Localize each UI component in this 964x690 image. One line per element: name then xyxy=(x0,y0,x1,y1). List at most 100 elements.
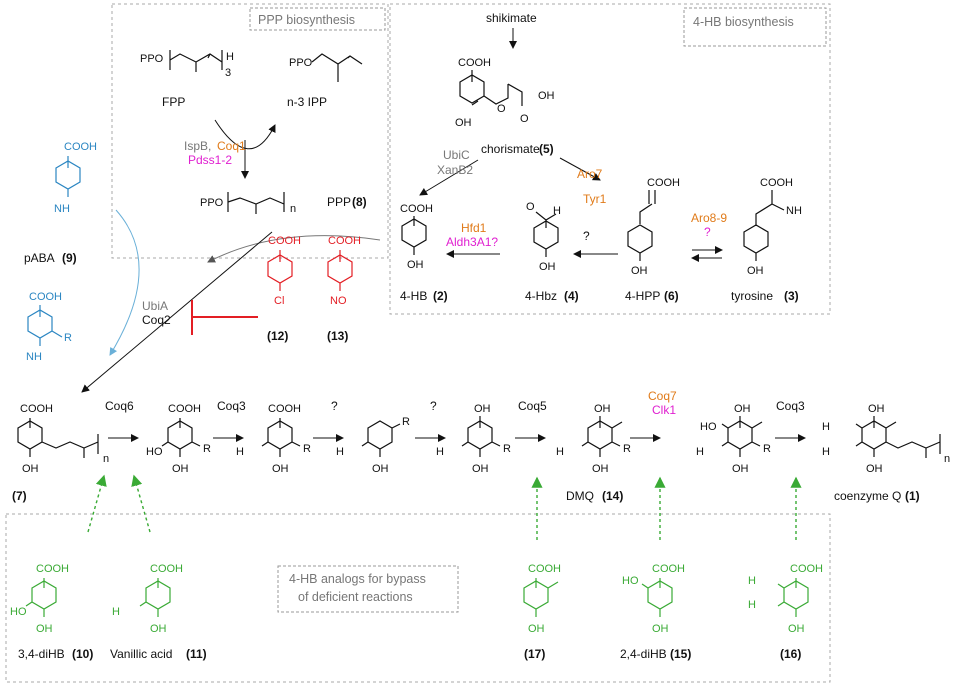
svg-text:NH: NH xyxy=(786,205,802,217)
svg-text:COOH: COOH xyxy=(29,291,62,303)
svg-text:COOH: COOH xyxy=(458,57,491,69)
aro89-label: Aro8-9 xyxy=(691,211,727,225)
svg-text:COOH: COOH xyxy=(168,403,201,415)
svg-text:OH: OH xyxy=(868,403,885,415)
svg-text:R: R xyxy=(623,443,631,455)
svg-text:COOH: COOH xyxy=(268,235,301,247)
hbz-label: 4-Hbz xyxy=(525,289,557,303)
ubic-label: UbiC xyxy=(443,148,470,162)
svg-text:OH: OH xyxy=(272,463,289,475)
svg-text:O: O xyxy=(520,113,529,125)
svg-text:H: H xyxy=(436,446,444,458)
coenzyme-q-structure: OH H H OH n xyxy=(822,403,950,475)
hb-title: 4-HB biosynthesis xyxy=(693,15,794,29)
svg-text:COOH: COOH xyxy=(20,403,53,415)
ppp-title-box xyxy=(249,7,386,31)
hpp-structure: COOH OH xyxy=(627,177,680,277)
svg-text:R: R xyxy=(203,443,211,455)
svg-text:COOH: COOH xyxy=(328,235,361,247)
fpp-sub: 3 xyxy=(225,67,231,79)
hb-num: (2) xyxy=(433,289,448,303)
svg-text:H: H xyxy=(748,575,756,587)
ppp-sub: n xyxy=(290,203,296,215)
chorismate-label: chorismate xyxy=(481,142,540,156)
svg-text:OH: OH xyxy=(747,265,764,277)
svg-text:OH: OH xyxy=(788,623,805,635)
ubia-label: UbiA xyxy=(142,299,168,313)
svg-text:O: O xyxy=(497,103,506,115)
chorismate-structure: COOH O OH O OH xyxy=(455,57,555,129)
nitrobenzoate-structure: COOH NO xyxy=(327,235,361,307)
analog-17-num: (17) xyxy=(524,647,545,661)
svg-text:COOH: COOH xyxy=(64,141,97,153)
num7: (7) xyxy=(12,489,27,503)
svg-text:OH: OH xyxy=(372,463,389,475)
coq1-label: Coq1 xyxy=(217,139,246,153)
analog-17-structure: COOH OH xyxy=(523,563,561,635)
svg-text:COOH: COOH xyxy=(790,563,823,575)
analog-11-structure: COOH H OH xyxy=(112,563,183,635)
svg-text:OH: OH xyxy=(652,623,669,635)
dmq-structure: OH R H OH xyxy=(556,403,631,475)
demethoxy-hydroxy-structure: OH R HO H OH xyxy=(696,403,771,475)
tyr1-label: Tyr1 xyxy=(583,192,607,206)
clk1-label: Clk1 xyxy=(652,403,676,417)
coq-num: (1) xyxy=(905,489,920,503)
svg-text:HO: HO xyxy=(146,446,163,458)
svg-text:COOH: COOH xyxy=(528,563,561,575)
svg-text:OH: OH xyxy=(36,623,53,635)
svg-text:OH: OH xyxy=(631,265,648,277)
ipp-label: n-3 IPP xyxy=(287,95,327,109)
svg-text:COOH: COOH xyxy=(647,177,680,189)
svg-text:HO: HO xyxy=(10,606,27,618)
analog-10-label: 3,4-diHB xyxy=(18,647,65,661)
n2: n xyxy=(944,453,950,465)
analog-15-structure: COOH HO OH xyxy=(622,563,685,635)
svg-text:OH: OH xyxy=(866,463,883,475)
svg-text:OH: OH xyxy=(150,623,167,635)
hb-title-box xyxy=(683,7,827,47)
svg-text:HO: HO xyxy=(622,575,639,587)
svg-text:OH: OH xyxy=(734,403,751,415)
analogs-title-1: 4-HB analogs for bypass xyxy=(289,572,426,586)
svg-text:COOH: COOH xyxy=(36,563,69,575)
svg-text:NH: NH xyxy=(26,351,42,363)
svg-text:OH: OH xyxy=(528,623,545,635)
coq-label: coenzyme Q xyxy=(834,489,901,503)
coq7-label: Coq7 xyxy=(648,389,677,403)
hbz-structure: O H OH xyxy=(526,201,561,273)
n1: n xyxy=(103,453,109,465)
inhibition-mark xyxy=(191,300,258,335)
ppp-num: (8) xyxy=(352,195,367,209)
analog-16-structure: COOH H H OH xyxy=(748,563,823,635)
analog-10-num: (10) xyxy=(72,647,93,661)
aldh-label: Aldh3A1? xyxy=(446,235,498,249)
decarboxylated-intermediate-structure: R H OH xyxy=(336,416,410,475)
analogs-title-box xyxy=(277,565,459,613)
svg-text:OH: OH xyxy=(732,463,749,475)
svg-text:PPO: PPO xyxy=(200,197,224,209)
svg-text:OH: OH xyxy=(538,90,555,102)
compound-7-structure: COOH OH n xyxy=(17,403,109,475)
analog-10-structure: COOH HO OH xyxy=(10,563,69,635)
ppp-structure: PPO n xyxy=(200,192,296,215)
svg-text:H: H xyxy=(822,421,830,433)
dmq-label: DMQ xyxy=(566,489,594,503)
coq2-label: Coq2 xyxy=(142,313,171,327)
ppp-box xyxy=(111,3,389,259)
svg-text:R: R xyxy=(303,443,311,455)
svg-text:COOH: COOH xyxy=(268,403,301,415)
aminobenzoate-structure: COOH R NH xyxy=(26,291,72,363)
analog-15-num: (15) xyxy=(670,647,691,661)
svg-text:R: R xyxy=(402,416,410,428)
coq3-label-2: Coq3 xyxy=(776,399,805,413)
ipp-structure: PPO xyxy=(289,53,363,82)
svg-text:OH: OH xyxy=(474,403,491,415)
svg-text:OH: OH xyxy=(594,403,611,415)
svg-text:OH: OH xyxy=(455,117,472,129)
svg-text:R: R xyxy=(64,332,72,344)
hb-structure: COOH OH xyxy=(400,203,433,271)
svg-text:HO: HO xyxy=(700,421,717,433)
paba-structure: COOH NH xyxy=(54,141,97,215)
